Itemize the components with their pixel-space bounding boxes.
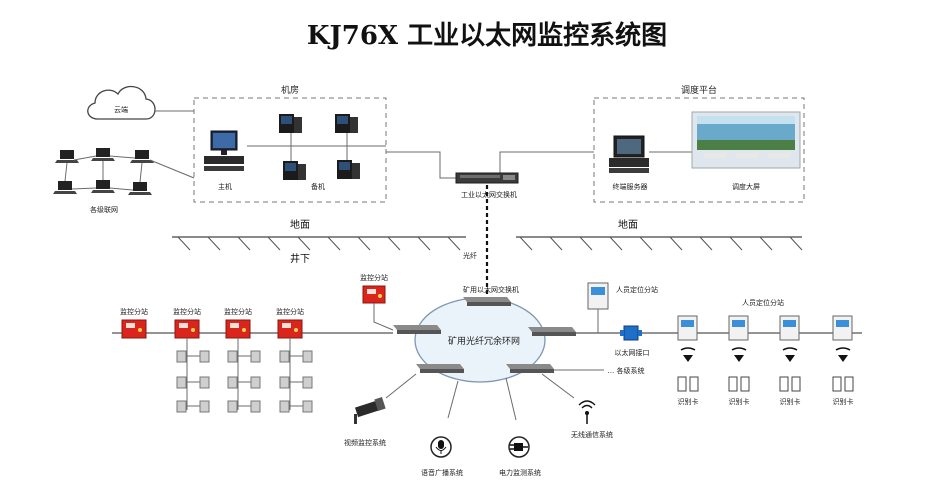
fiber-label: 光纤 xyxy=(463,251,477,260)
substation-2 xyxy=(174,319,200,339)
broadcast-label: 语音广播系统 xyxy=(421,468,463,477)
ground-label-right: 地面 xyxy=(618,218,638,231)
personnel-main-label: 人员定位分站 xyxy=(616,285,658,294)
mine-switch-icon xyxy=(416,364,464,373)
cloud-label: 云端 xyxy=(114,105,128,114)
card-label-2: 识别卡 xyxy=(729,397,750,406)
pc-tower-icon xyxy=(283,161,306,180)
personnel-station-icon xyxy=(779,315,800,341)
power-link xyxy=(505,377,517,421)
ground-line-left xyxy=(172,236,466,251)
underground-label: 井下 xyxy=(290,252,310,265)
upper-substation-link xyxy=(373,303,394,331)
dispatch-label: 调度平台 xyxy=(681,84,717,96)
ground-line-right xyxy=(516,236,803,251)
rf-signal-icons xyxy=(680,347,851,362)
card-label-4: 识别卡 xyxy=(833,397,854,406)
other-systems-label: ... 各级系统 xyxy=(608,366,645,375)
ground-label-left: 地面 xyxy=(290,218,310,231)
interface-label: 以太网接口 xyxy=(615,348,650,357)
wireless-link xyxy=(541,373,575,399)
host-computer-icon xyxy=(204,130,244,171)
lan-label: 各级联网 xyxy=(90,205,118,214)
cloud-icon xyxy=(87,85,156,120)
machine-room-box xyxy=(193,97,387,203)
mine-switch-icon xyxy=(528,327,576,336)
upper-substation-icon xyxy=(362,285,386,304)
laptop-icon xyxy=(128,182,152,195)
diagram-title: KJ76X 工业以太网监控系统图 xyxy=(307,20,667,51)
mine-switch-label: 矿用以太网交换机 xyxy=(463,285,519,294)
sensor-tree-4 xyxy=(279,338,313,413)
id-cards xyxy=(677,376,854,392)
substation-1 xyxy=(121,319,147,339)
networked-laptops xyxy=(53,148,195,195)
camera-icon xyxy=(354,397,386,424)
machine-room-link xyxy=(386,151,456,179)
laptop-icon xyxy=(91,180,115,193)
host-label: 主机 xyxy=(218,182,232,191)
laptop-icon xyxy=(130,150,154,163)
substation-label-3: 监控分站 xyxy=(224,307,252,316)
pc-tower-icon xyxy=(335,114,358,133)
upper-substation-label: 监控分站 xyxy=(360,273,388,282)
substation-label-4: 监控分站 xyxy=(276,307,304,316)
personnel-station-icon xyxy=(728,315,749,341)
mine-switch-icon xyxy=(463,297,511,306)
microphone-icon xyxy=(430,436,452,458)
backup-computers xyxy=(247,114,386,180)
power-plug-icon xyxy=(508,436,530,458)
ethernet-switch-icon xyxy=(455,172,519,184)
substation-4 xyxy=(277,319,303,339)
personnel-group-label: 人员定位分站 xyxy=(742,298,784,307)
personnel-station-icon xyxy=(677,315,698,341)
mine-switch-icon xyxy=(506,364,554,373)
personnel-station-icon xyxy=(832,315,853,341)
pc-tower-icon xyxy=(279,114,302,133)
big-screen-label: 调度大屏 xyxy=(732,182,760,191)
laptop-icon xyxy=(91,148,115,161)
card-label-3: 识别卡 xyxy=(780,397,801,406)
personnel-main-station-icon xyxy=(587,282,609,310)
terminal-server-icon xyxy=(609,135,649,173)
big-screen-icon xyxy=(691,111,801,169)
laptop-icon xyxy=(55,150,79,163)
substation-label-1: 监控分站 xyxy=(120,307,148,316)
substation-3 xyxy=(225,319,251,339)
terminal-server-label: 终端服务器 xyxy=(613,182,648,191)
switch-label: 工业以太网交换机 xyxy=(461,190,517,199)
wireless-label: 无线通信系统 xyxy=(571,430,613,439)
dispatch-box xyxy=(593,97,805,203)
power-label: 电力监测系统 xyxy=(499,468,541,477)
pc-tower-icon xyxy=(337,160,360,179)
laptop-icon xyxy=(53,181,77,194)
card-label-1: 识别卡 xyxy=(678,397,699,406)
mine-switch-icon xyxy=(393,325,441,334)
ethernet-interface-icon xyxy=(620,325,642,341)
machine-room-label: 机房 xyxy=(281,84,299,96)
mine-switches xyxy=(393,297,576,373)
video-link xyxy=(385,373,417,399)
sensor-tree-3 xyxy=(227,338,261,413)
substation-label-2: 监控分站 xyxy=(173,307,201,316)
ring-label: 矿用光纤冗余环网 xyxy=(448,335,520,347)
backup-label: 备机 xyxy=(311,182,325,191)
wireless-icon xyxy=(578,400,596,424)
broadcast-link xyxy=(447,380,459,419)
video-label: 视频监控系统 xyxy=(344,438,386,447)
personnel-stations xyxy=(677,315,853,341)
sensor-tree-2 xyxy=(176,338,210,413)
